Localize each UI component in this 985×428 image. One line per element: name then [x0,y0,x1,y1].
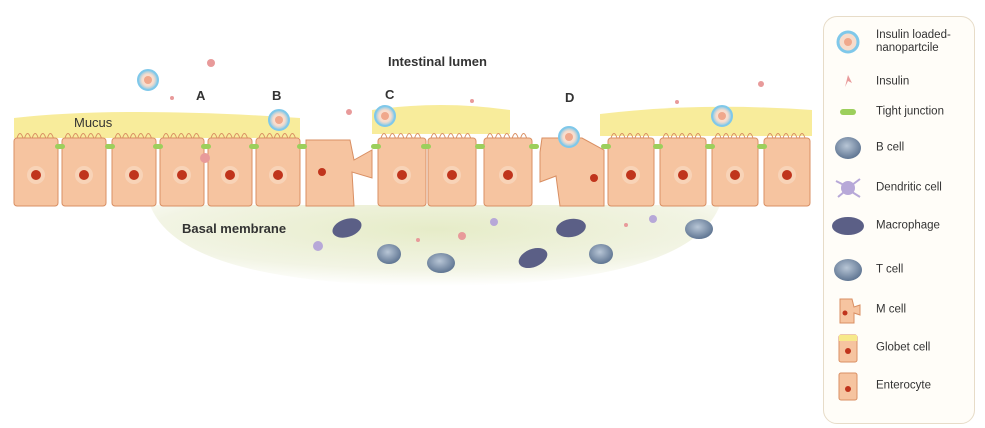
enterocyte-icon [830,369,870,403]
m-cell [540,138,604,206]
tight-junction [371,144,381,149]
legend-item-macrophage: Macrophage [824,209,976,243]
enterocyte [484,134,532,207]
legend-item-m-cell: M cell [824,293,976,327]
enterocyte [764,134,810,207]
enterocyte [608,134,654,207]
mucus-label: Mucus [74,115,113,130]
lamina-propria [150,205,720,286]
nanoparticle [559,127,579,147]
mucus-layer [14,105,812,138]
pathway-label-c: C [385,87,395,102]
enterocyte [208,134,252,207]
b-cell-icon [830,131,870,165]
tight-junction [55,144,65,149]
legend-label: M cell [876,304,906,317]
legend-item-t-cell: T cell [824,253,976,287]
basal-membrane-label: Basal membrane [182,221,286,236]
nanoparticle [375,106,395,126]
legend-label: Tight junction [876,106,944,119]
tight-junction-icon [830,95,870,129]
legend-item-enterocyte: Enterocyte [824,369,976,403]
m-cell [306,140,372,206]
enterocyte [428,134,476,207]
macrophage-icon [830,209,870,243]
legend-label: Enterocyte [876,380,931,393]
pathway-label-d: D [565,90,574,105]
enterocyte [62,134,106,207]
nanoparticle [712,106,732,126]
nanoparticle [269,110,289,130]
dendritic-cell-icon [830,171,870,205]
legend-item-insulin: Insulin [824,65,976,99]
legend-label: Globet cell [876,342,930,355]
enterocyte [378,134,426,207]
enterocyte [112,134,156,207]
tight-junction [475,144,485,149]
legend-label: Insulin loaded- nanopartcile [876,29,951,55]
tight-junction [601,144,611,149]
legend-label: T cell [876,264,903,277]
nanoparticle [138,70,158,90]
tight-junction [297,144,307,149]
enterocyte [660,134,706,207]
legend-item-dendritic-cell: Dendritic cell [824,171,976,205]
enterocyte [712,134,758,207]
legend-item-tight-junction: Tight junction [824,95,976,129]
tight-junction [529,144,539,149]
tight-junction [653,144,663,149]
epithelium-middle [378,134,532,207]
tight-junction [757,144,767,149]
tight-junction [105,144,115,149]
legend-item-nanoparticle: Insulin loaded- nanopartcile [824,25,976,59]
tight-junction [421,144,431,149]
lumen-label: Intestinal lumen [388,54,487,69]
nanoparticle-icon [830,25,870,59]
insulin-icon [830,65,870,99]
t-cell-icon [830,253,870,287]
legend-label: B cell [876,142,904,155]
legend-label: Macrophage [876,220,940,233]
legend-label: Insulin [876,76,909,89]
legend-label: Dendritic cell [876,182,942,195]
legend: Insulin loaded- nanopartcile Insulin Tig… [823,16,975,424]
tight-junction [201,144,211,149]
pathway-label-b: B [272,88,281,103]
enterocyte [14,134,58,207]
tight-junction [249,144,259,149]
globet-cell-icon [830,331,870,365]
tight-junction [705,144,715,149]
legend-item-b-cell: B cell [824,131,976,165]
enterocyte [256,134,300,207]
tight-junction [153,144,163,149]
m-cell-icon [830,293,870,327]
legend-item-globet-cell: Globet cell [824,331,976,365]
intestinal-epithelium-diagram: Intestinal lumen Mucus Basal membrane A … [0,0,820,428]
enterocyte [160,134,204,207]
pathway-label-a: A [196,88,206,103]
